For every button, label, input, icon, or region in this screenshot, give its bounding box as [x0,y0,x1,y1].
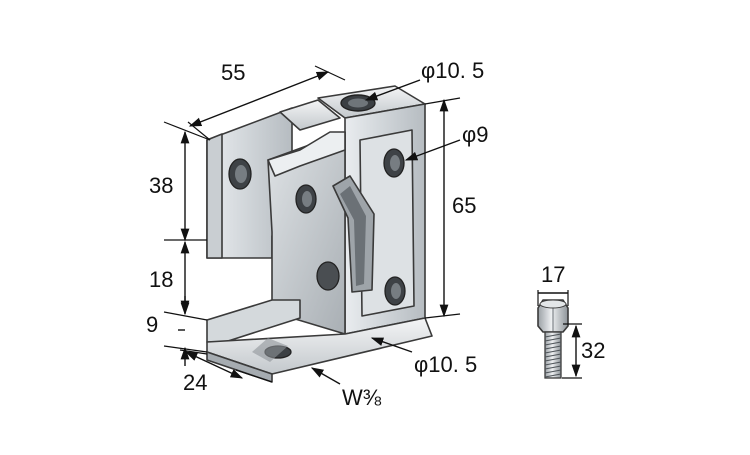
leader-bottom-hole [370,337,413,353]
side-tab [267,131,346,177]
leader-thread [310,367,341,385]
label-38: 38 [149,173,173,198]
bolt-threads [544,333,562,378]
bottom-back-wall [206,299,301,343]
label-side-hole-dia: φ9 [462,122,489,147]
label-thread: W⅜ [342,385,382,410]
label-55: 55 [221,60,245,85]
leader-top-hole [364,79,421,101]
dimension-labels: 55 φ10. 5 φ9 38 65 18 9 24 φ10. 5 W⅜ 17 … [146,58,605,410]
bracket-body [206,85,433,383]
inner-hole [316,261,340,291]
bolt [537,299,569,379]
label-bottom-hole-dia: φ10. 5 [414,352,477,377]
dimension-lines [163,65,582,385]
label-65: 65 [452,193,476,218]
label-top-hole-dia: φ10. 5 [421,58,484,83]
label-18: 18 [149,267,173,292]
label-24: 24 [183,370,207,395]
leader-side-hole [404,139,461,161]
dim-24-line [184,351,244,379]
dim-55-line [188,71,330,127]
label-bolt-length: 32 [581,338,605,363]
rear-flange-bend [206,133,223,259]
label-9: 9 [146,312,158,337]
label-bolt-head: 17 [541,262,565,287]
